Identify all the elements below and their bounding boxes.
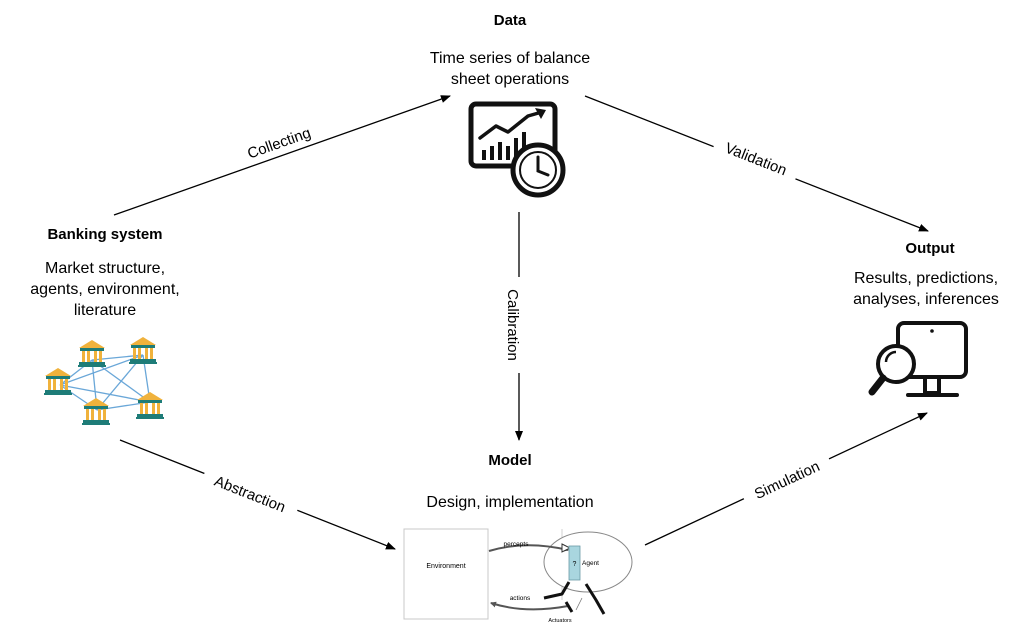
magnifier-handle bbox=[868, 374, 887, 396]
monitor-magnifier-icon bbox=[868, 321, 968, 397]
simulation-label-bg bbox=[739, 450, 835, 510]
validation-label-bg bbox=[711, 132, 801, 186]
agent-question-mark: ? bbox=[573, 561, 577, 568]
chart-trend-arrowhead bbox=[535, 108, 546, 119]
actuator-right-arm bbox=[584, 583, 606, 615]
bank-building-icon-4 bbox=[82, 398, 110, 425]
abstraction-label-bg bbox=[199, 465, 301, 523]
bank-building-icon-5 bbox=[136, 392, 164, 419]
bank-network-icon bbox=[44, 337, 164, 425]
calibration-label: Calibration bbox=[504, 289, 521, 361]
chart-clock-icon bbox=[468, 101, 566, 198]
output-title: Output bbox=[905, 240, 955, 257]
data-title: Data bbox=[493, 12, 527, 29]
calibration-label-bg bbox=[503, 277, 523, 373]
agent-program-box bbox=[568, 545, 581, 581]
chart-trend-line bbox=[478, 110, 544, 140]
percepts-label: percepts bbox=[504, 541, 530, 548]
banking-system-description: Market structure, agents, environment, l… bbox=[10, 258, 200, 321]
actuators-pointer bbox=[575, 597, 583, 611]
edge-simulation: Simulation bbox=[644, 412, 928, 546]
actions-arrow bbox=[490, 601, 569, 611]
data-description-line-2: sheet operations bbox=[450, 71, 570, 88]
environment-label: Environment bbox=[426, 563, 465, 570]
edge-collecting: Collecting bbox=[113, 95, 451, 216]
banking-description-line-2: agents, environment, bbox=[30, 281, 180, 298]
banking-description-line-1: Market structure, bbox=[44, 260, 166, 277]
magnifier-glint bbox=[884, 350, 897, 363]
agent-label: Agent bbox=[582, 560, 599, 567]
clock-hands bbox=[536, 155, 550, 177]
output-description-line-1: Results, predictions, bbox=[853, 270, 999, 287]
collecting-label-bg bbox=[234, 118, 324, 168]
environment-box bbox=[403, 528, 489, 620]
actuators-label: Actuators bbox=[548, 618, 571, 624]
data-description: Time series of balance sheet operations bbox=[400, 48, 620, 90]
banking-description-line-3: literature bbox=[73, 302, 137, 319]
chart-bars bbox=[482, 132, 526, 160]
bank-building-icon-2 bbox=[129, 337, 157, 364]
output-description-line-2: analyses, inferences bbox=[853, 291, 999, 308]
actuator-left-arm bbox=[543, 581, 571, 600]
bank-building-icon-3 bbox=[44, 368, 72, 395]
agent-environment-figure: Environment percepts actions ? Agent Act… bbox=[403, 528, 633, 624]
edge-validation: Validation bbox=[584, 95, 929, 232]
model-title: Model bbox=[488, 452, 532, 469]
model-description: Design, implementation bbox=[426, 494, 594, 511]
magnifier-lens bbox=[876, 344, 916, 384]
actions-label: actions bbox=[510, 595, 531, 602]
data-description-line-1: Time series of balance bbox=[429, 50, 591, 67]
edge-calibration: Calibration bbox=[503, 212, 523, 441]
collecting-arrow bbox=[113, 95, 451, 216]
sensor-icon bbox=[561, 543, 572, 553]
output-description: Results, predictions, analyses, inferenc… bbox=[836, 268, 1016, 310]
actuator-lower-arm bbox=[564, 601, 574, 613]
clock-inner-ring bbox=[519, 151, 557, 189]
edge-abstraction: Abstraction bbox=[119, 439, 396, 550]
percepts-arrow bbox=[488, 544, 569, 552]
monitor-camera-dot bbox=[930, 329, 934, 333]
monitor-stand bbox=[923, 375, 941, 395]
banking-system-title: Banking system bbox=[47, 226, 163, 243]
bank-building-icon-1 bbox=[78, 340, 106, 367]
